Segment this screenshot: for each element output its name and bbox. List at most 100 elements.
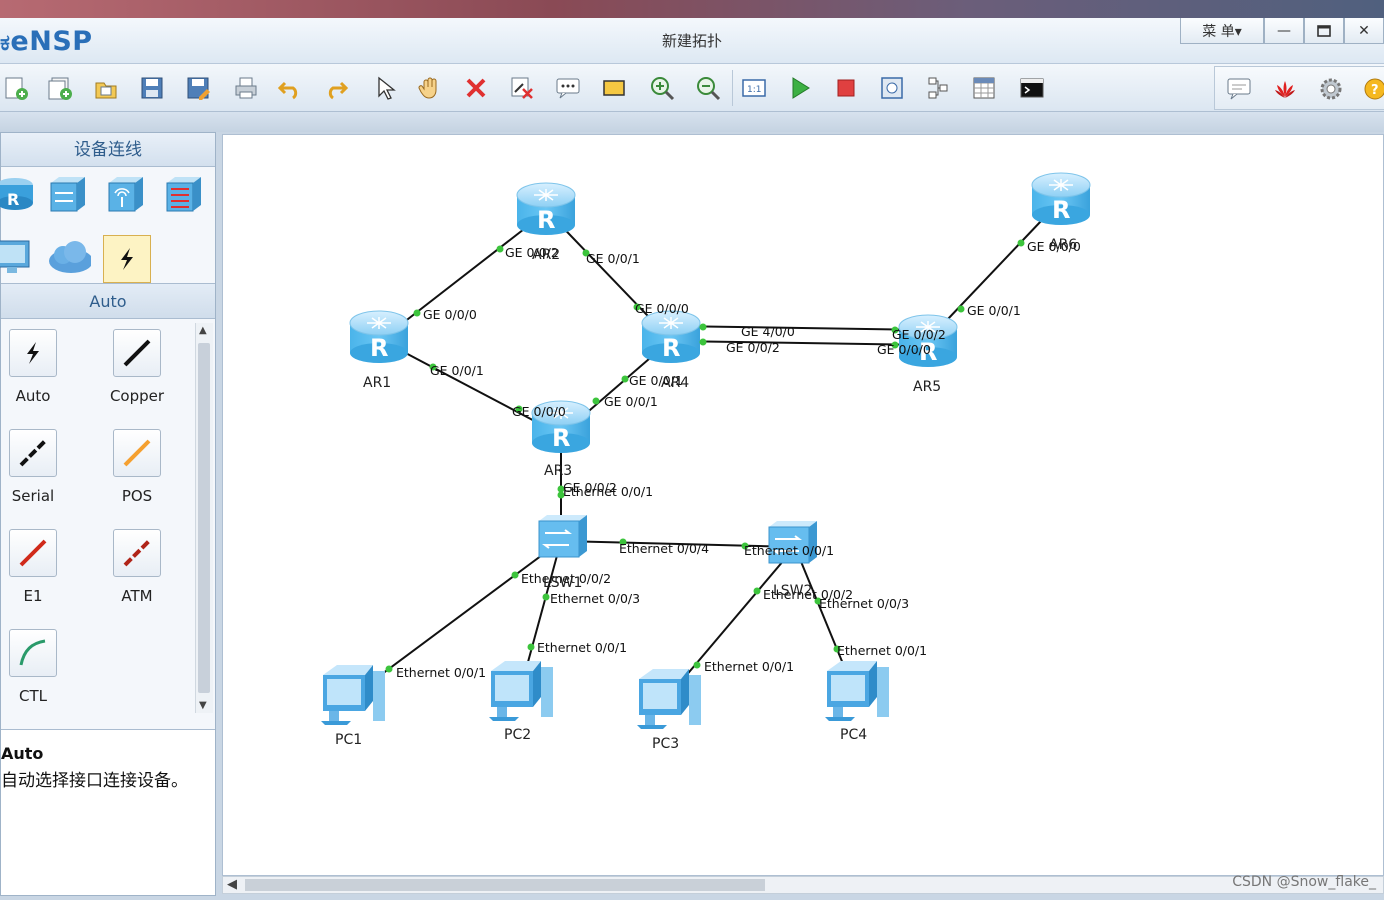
port-label: Ethernet 0/0/1	[837, 643, 927, 658]
delete-icon[interactable]	[462, 74, 490, 102]
pc-category-icon[interactable]	[0, 235, 35, 279]
cable-label: POS	[121, 487, 153, 505]
device-label-ar5: AR5	[913, 379, 941, 395]
switch-category-icon[interactable]	[45, 173, 89, 217]
pan-hand-icon[interactable]	[416, 74, 444, 102]
cloud-category-icon[interactable]	[47, 235, 91, 279]
new-topology-icon[interactable]	[2, 74, 30, 102]
delete-all-links-icon[interactable]	[508, 74, 536, 102]
router-ar4[interactable]	[641, 310, 701, 364]
device-label-ar2: AR2	[532, 247, 560, 263]
print-icon[interactable]	[232, 74, 260, 102]
help-icon[interactable]: ?	[1361, 75, 1384, 103]
port-label: GE 0/0/0	[635, 301, 689, 316]
link-ar4-ar5-a[interactable]	[670, 325, 929, 331]
router-category-icon[interactable]: R	[0, 173, 37, 217]
pc-pc4[interactable]	[825, 661, 889, 721]
switch-lsw1[interactable]	[538, 514, 588, 558]
device-label-lsw1: LSW1	[543, 575, 582, 591]
huawei-icon[interactable]	[1271, 75, 1299, 103]
toolbar-bottom-strip	[0, 112, 1384, 132]
device-label-pc2: PC2	[504, 727, 531, 743]
port-dots	[385, 239, 1025, 673]
wireless-category-icon[interactable]	[103, 173, 147, 217]
device-label-pc3: PC3	[652, 736, 679, 752]
link-lsw1-lsw2[interactable]	[560, 540, 796, 548]
router-ar6[interactable]	[1031, 172, 1091, 226]
zoom-out-icon[interactable]	[694, 74, 722, 102]
svg-text:?: ?	[1371, 83, 1379, 98]
router-ar2[interactable]	[516, 182, 576, 236]
capture-icon[interactable]	[878, 74, 906, 102]
port-label: GE 0/0/0	[423, 307, 477, 322]
redo-icon[interactable]	[322, 74, 350, 102]
cable-atm[interactable]: ATM	[107, 529, 167, 605]
port-label: Ethernet 0/0/1	[537, 640, 627, 655]
port-label: Ethernet 0/0/3	[550, 591, 640, 606]
cable-list-scrollbar[interactable]: ▲ ▼	[195, 323, 213, 713]
pc-pc2[interactable]	[489, 661, 553, 721]
cable-serial[interactable]: Serial	[3, 429, 63, 505]
grid-icon[interactable]	[970, 74, 998, 102]
select-icon[interactable]	[370, 74, 398, 102]
stop-device-icon[interactable]	[832, 74, 860, 102]
watermark: CSDN @Snow_flake_	[1232, 874, 1376, 890]
start-device-icon[interactable]	[786, 74, 814, 102]
cable-auto[interactable]: Auto	[3, 329, 63, 405]
minimize-button[interactable]: —	[1264, 18, 1304, 44]
cable-label: Serial	[11, 487, 55, 505]
rectangle-icon[interactable]	[600, 74, 628, 102]
chat-icon[interactable]	[1225, 75, 1253, 103]
scroll-up-icon[interactable]: ▲	[199, 325, 207, 336]
port-label: Ethernet 0/0/1	[563, 484, 653, 499]
device-label-pc1: PC1	[335, 732, 362, 748]
undo-icon[interactable]	[276, 74, 304, 102]
port-label: GE 0/0/1	[629, 373, 683, 388]
maximize-button[interactable]	[1304, 18, 1344, 44]
link-lsw2-pc3[interactable]	[667, 546, 796, 698]
cable-pos[interactable]: POS	[107, 429, 167, 505]
auto-cable-icon	[9, 329, 57, 377]
zoom-in-icon[interactable]	[648, 74, 676, 102]
open-icon[interactable]	[92, 74, 120, 102]
topology-canvas[interactable]: R	[222, 134, 1384, 876]
scroll-left-icon[interactable]: ◀	[227, 877, 237, 892]
app-logo-text: eNSP	[10, 26, 93, 57]
port-label: Ethernet 0/0/2	[521, 571, 611, 586]
link-ar1-ar3[interactable]	[380, 339, 562, 436]
cable-label: Auto	[15, 387, 51, 405]
save-icon[interactable]	[138, 74, 166, 102]
scroll-down-icon[interactable]: ▼	[199, 700, 207, 711]
new-project-icon[interactable]	[46, 74, 74, 102]
cable-label: Copper	[109, 387, 165, 405]
link-lsw1-pc1[interactable]	[350, 540, 562, 698]
device-panel-header: 设备连线	[1, 133, 215, 167]
text-annotation-icon[interactable]	[554, 74, 582, 102]
terminal-icon[interactable]	[1018, 74, 1046, 102]
save-as-icon[interactable]	[184, 74, 212, 102]
canvas-horizontal-scrollbar[interactable]: ◀	[222, 876, 1384, 894]
scrollbar-thumb[interactable]	[198, 343, 210, 693]
device-label-pc4: PC4	[840, 727, 867, 743]
pc-pc3[interactable]	[637, 669, 701, 729]
cable-copper[interactable]: Copper	[107, 329, 167, 405]
cable-panel-header: Auto	[1, 283, 215, 319]
port-label: GE 0/0/2	[563, 480, 617, 495]
cable-category-icon[interactable]	[103, 235, 151, 283]
settings-icon[interactable]	[1317, 75, 1345, 103]
fit-window-icon[interactable]: 1:1	[740, 74, 768, 102]
device-label-ar3: AR3	[544, 463, 572, 479]
cable-e1[interactable]: E1	[3, 529, 63, 605]
close-button[interactable]: ✕	[1344, 18, 1384, 44]
topology-icon[interactable]	[924, 74, 952, 102]
pc-pc1[interactable]	[321, 665, 385, 725]
link-ar4-ar5-b[interactable]	[670, 340, 929, 346]
router-ar1[interactable]	[349, 310, 409, 364]
link-ar2-ar1[interactable]	[380, 211, 547, 341]
copper-cable-icon	[113, 329, 161, 377]
cable-ctl[interactable]: CTL	[3, 629, 63, 705]
firewall-category-icon[interactable]	[161, 173, 205, 217]
scrollbar-thumb[interactable]	[245, 879, 765, 891]
link-ar5-ar6[interactable]	[927, 199, 1062, 341]
menu-button[interactable]: 菜 单▾	[1180, 18, 1264, 44]
